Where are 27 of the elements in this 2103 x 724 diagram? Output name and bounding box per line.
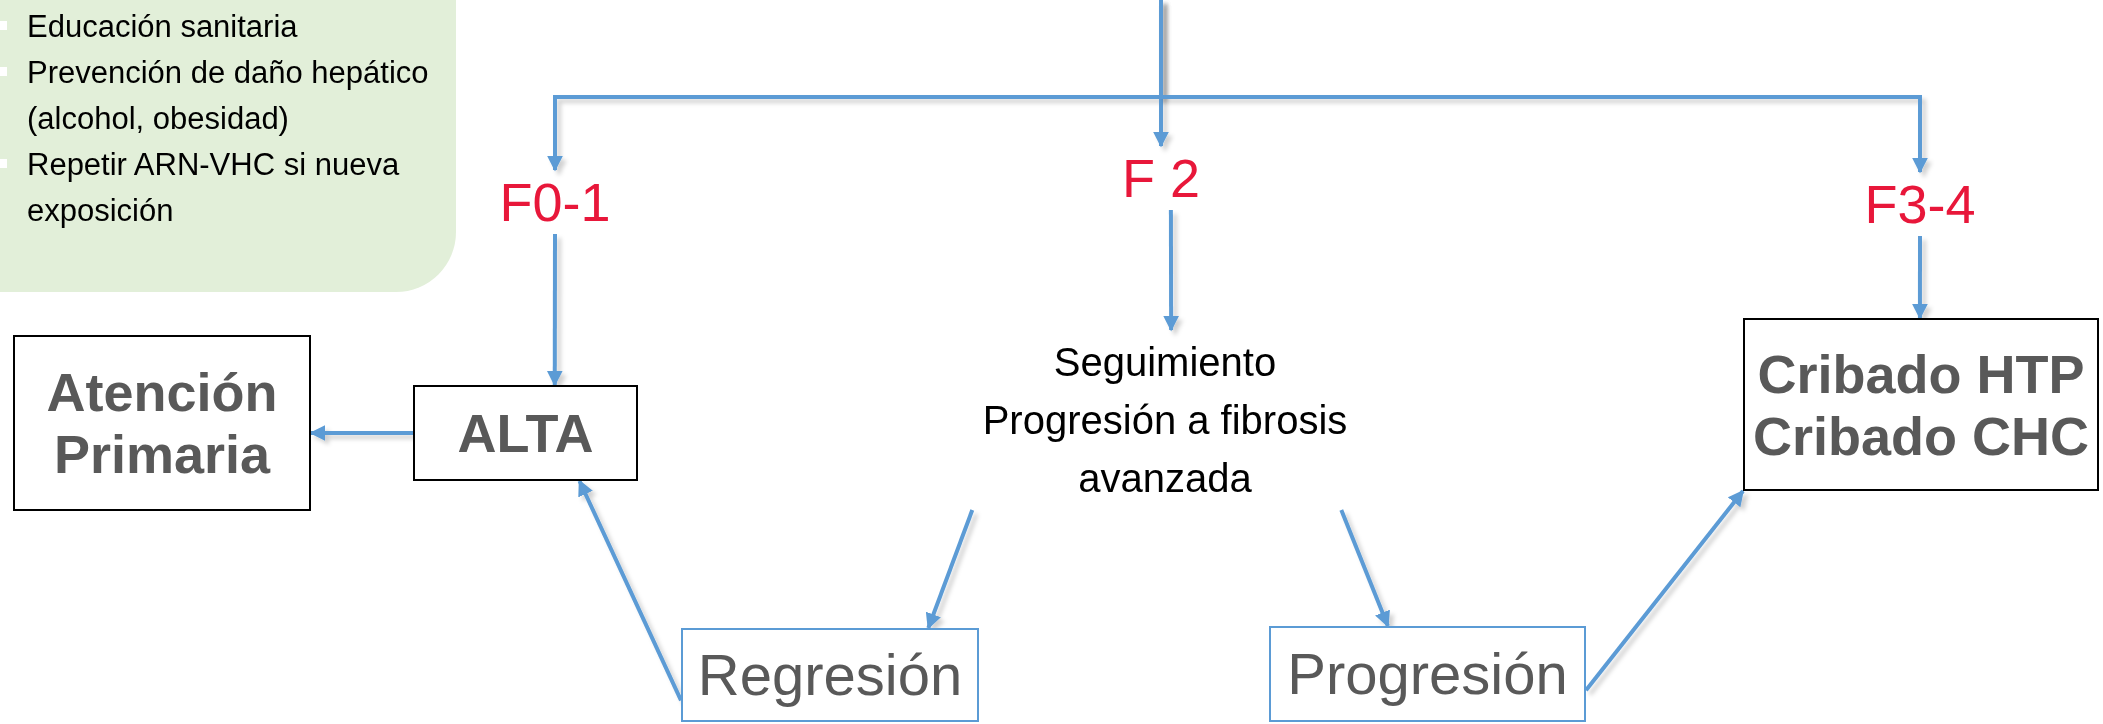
- bullet-text: Educación sanitaria: [27, 9, 298, 44]
- stage-label: F3-4: [1864, 174, 1976, 234]
- arrow: [577, 479, 683, 702]
- outcome-box: [1269, 626, 1586, 722]
- arrow: [1159, 0, 1928, 174]
- process-box: [1743, 318, 2099, 491]
- arrow: [1163, 210, 1180, 332]
- box-label: Cribado HTP: [1757, 342, 2085, 405]
- box-label: ALTA: [457, 402, 594, 464]
- arrow: [1339, 509, 1390, 628]
- process-box: [13, 335, 311, 511]
- box-label: Regresión: [697, 641, 963, 709]
- stage-label: F 2: [1122, 148, 1200, 208]
- stage-label: F0-1: [499, 172, 611, 232]
- outcome-box: [681, 628, 979, 722]
- bullet-text: Prevención de daño hepático (alcohol, obesidad): [27, 55, 429, 136]
- box-label: Cribado CHC: [1753, 404, 2089, 467]
- box-label: Progresión: [1287, 640, 1568, 708]
- arrow: [925, 509, 975, 630]
- arrow: [1911, 236, 1928, 320]
- node-text: Seguimiento: [1053, 339, 1277, 386]
- box-label: Atención Primaria: [45, 361, 279, 485]
- note-panel: [0, 0, 456, 292]
- node-text: Progresión a fibrosis avanzada: [981, 397, 1349, 502]
- bullet-text: Repetir ARN-VHC si nueva exposición: [27, 147, 400, 228]
- process-box: [413, 385, 638, 481]
- arrow: [546, 234, 563, 387]
